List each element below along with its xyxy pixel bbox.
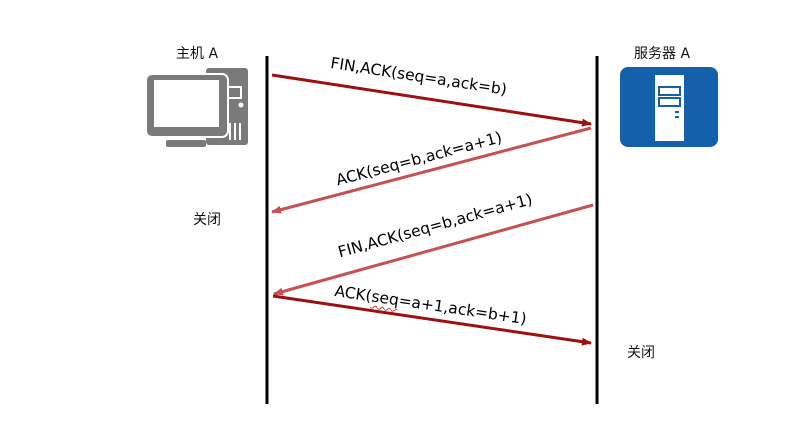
message-arrow-1: [271, 73, 592, 127]
client-closed-state: 关闭: [193, 212, 221, 228]
message-arrow-3: [273, 203, 594, 296]
message-arrow-4: [272, 294, 592, 346]
desktop-computer-icon: [145, 68, 248, 147]
client-host-label: 主机 A: [176, 46, 219, 62]
server-closed-state: 关闭: [627, 345, 655, 361]
message-label-4-spellcheck-word: seq: [370, 287, 401, 310]
server-host-label: 服务器 A: [634, 46, 691, 62]
server-tower-icon: [620, 67, 718, 147]
message-arrow-2: [271, 126, 592, 214]
